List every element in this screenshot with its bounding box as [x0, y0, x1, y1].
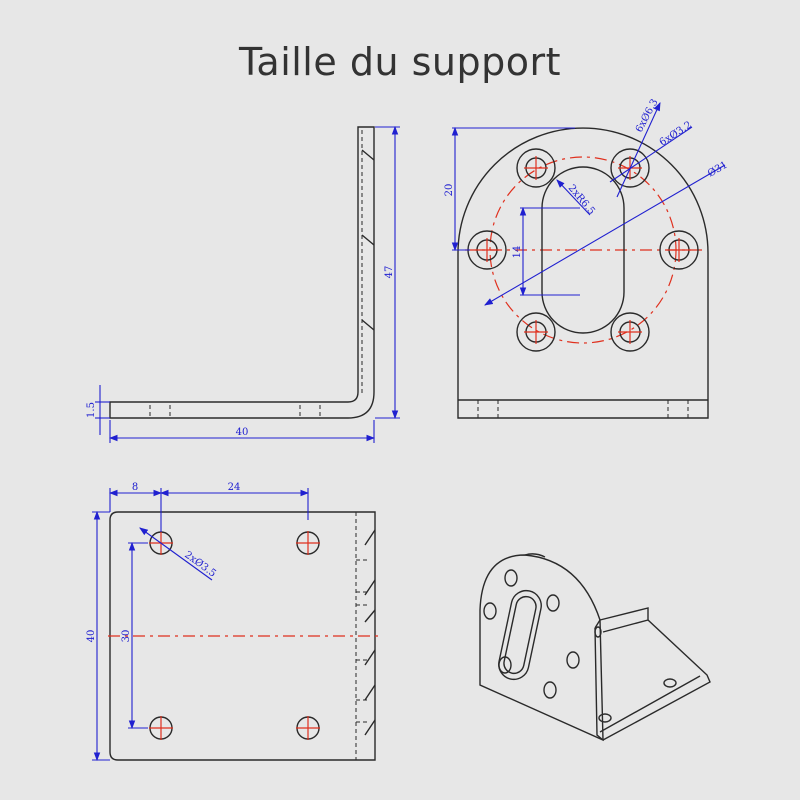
pitch-diameter-dimension: Ø31	[706, 160, 730, 180]
top-view: 8 24 40 30 2xØ3.5	[86, 482, 380, 762]
edge-offset-dimension: 8	[132, 482, 138, 493]
front-height-dimension: 20	[444, 184, 455, 197]
hole-outer-dimension: 6xØ6.3	[634, 97, 661, 134]
isometric-view	[479, 553, 711, 742]
length-dimension: 40	[236, 427, 249, 438]
hole-diameter-dimension: 2xØ3.5	[182, 550, 218, 580]
hole-spacing-dimension: 24	[228, 482, 241, 493]
height-dimension: 47	[384, 266, 395, 279]
front-view: 20 14 Ø31 2xR6.5 6xØ6.3 6xØ3.2	[444, 97, 730, 419]
page-title: Taille du support	[238, 40, 562, 84]
hole-inner-dimension: 6xØ3.2	[658, 120, 694, 149]
hole-pitch-dimension: 30	[121, 630, 132, 643]
side-view: 47 1.5 40	[86, 125, 400, 443]
width-dimension: 40	[86, 630, 97, 643]
slot-radius-dimension: 2xR6.5	[566, 183, 597, 217]
mounting-holes	[467, 148, 699, 352]
slot-dimension: 14	[512, 246, 523, 259]
thickness-dimension: 1.5	[86, 402, 97, 418]
